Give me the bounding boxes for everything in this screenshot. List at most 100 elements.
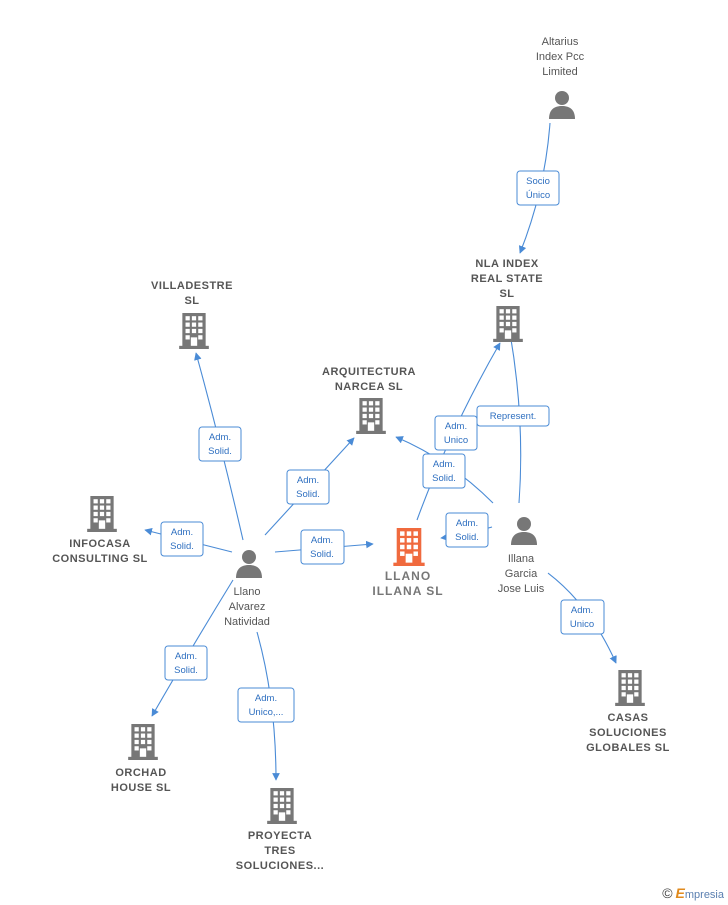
- edge-arquitectura-llano: Adm. Solid.: [264, 437, 355, 536]
- building-icon: [179, 313, 209, 349]
- node-label: Altarius: [542, 36, 579, 48]
- edge-label: Socio: [526, 176, 550, 187]
- edge-label: Adm.: [456, 518, 478, 529]
- edge-label: Adm.: [297, 475, 319, 486]
- edge-casas: Adm. Unico: [547, 572, 617, 664]
- node-label: NARCEA SL: [335, 381, 403, 393]
- edge-label: Adm.: [175, 651, 197, 662]
- relation-badge[interactable]: [286, 469, 330, 505]
- node-arquitectura[interactable]: ARQUITECTURA NARCEA SL: [322, 366, 416, 434]
- building-icon: [393, 528, 425, 566]
- edge-label: Adm.: [571, 605, 593, 616]
- node-label: REAL STATE: [471, 273, 543, 285]
- edge-label: Solid.: [170, 541, 194, 552]
- edge-nla-represent: Represent.: [476, 332, 550, 504]
- brand-name: mpresia: [684, 889, 724, 901]
- building-icon: [267, 788, 297, 824]
- node-label: Alvarez: [229, 601, 266, 613]
- node-label: Limited: [542, 66, 577, 78]
- node-label: ARQUITECTURA: [322, 366, 416, 378]
- edge-main-llano: Adm. Solid.: [274, 529, 374, 565]
- node-label: SOLUCIONES: [589, 727, 667, 739]
- relation-badge[interactable]: [445, 512, 489, 548]
- edge-villadestre: Adm. Solid.: [194, 352, 244, 541]
- building-icon: [128, 724, 158, 760]
- edge-label: Único: [526, 190, 550, 201]
- node-label: Jose Luis: [498, 583, 545, 595]
- node-label: TRES: [264, 845, 295, 857]
- node-proyecta[interactable]: PROYECTA TRES SOLUCIONES...: [236, 788, 324, 872]
- building-icon: [356, 398, 386, 434]
- node-label: NLA INDEX: [475, 258, 539, 270]
- node-label: Illana: [508, 553, 535, 565]
- node-orchad[interactable]: ORCHAD HOUSE SL: [111, 724, 171, 794]
- edge-label: Solid.: [174, 665, 198, 676]
- edge-label: Solid.: [455, 532, 479, 543]
- edge-label: Unico: [444, 435, 468, 446]
- node-label: SL: [499, 288, 514, 300]
- relation-badge[interactable]: [560, 599, 605, 635]
- node-label: Garcia: [505, 568, 538, 580]
- edges-layer: Socio Único Adm. Solid. Adm. Solid. Adm.…: [144, 122, 617, 781]
- edge-socio-unico: Socio Único: [516, 122, 560, 254]
- node-nla-index[interactable]: NLA INDEX REAL STATE SL: [471, 258, 543, 342]
- node-label: CONSULTING SL: [52, 553, 148, 565]
- node-label: CASAS: [607, 712, 648, 724]
- edge-label: Represent.: [490, 411, 536, 422]
- copyright-icon: ©: [662, 885, 673, 901]
- relation-badge[interactable]: [476, 405, 550, 427]
- node-label: INFOCASA: [69, 538, 130, 550]
- building-icon: [87, 496, 117, 532]
- edge-label: Solid.: [432, 473, 456, 484]
- edge-label: Adm.: [209, 432, 231, 443]
- edge-nla-adm-unico: Adm. Unico: [416, 342, 501, 521]
- edge-label: Solid.: [310, 549, 334, 560]
- edge-label: Adm.: [255, 693, 277, 704]
- relation-badge[interactable]: [422, 453, 466, 489]
- person-icon: [236, 550, 262, 578]
- nodes-layer: Altarius Index Pcc Limited NLA INDEX REA…: [52, 36, 670, 872]
- relation-badge[interactable]: [164, 645, 208, 681]
- edge-infocasa: Adm. Solid.: [144, 521, 233, 557]
- edge-label: Solid.: [296, 489, 320, 500]
- node-label: SOLUCIONES...: [236, 860, 324, 872]
- relation-badge[interactable]: [237, 687, 295, 723]
- node-casas[interactable]: CASAS SOLUCIONES GLOBALES SL: [586, 670, 670, 754]
- relation-badge[interactable]: [300, 529, 345, 565]
- relation-badge[interactable]: [434, 415, 478, 451]
- relation-badge[interactable]: [198, 426, 242, 462]
- node-label: HOUSE SL: [111, 782, 171, 794]
- edge-label: Adm.: [445, 421, 467, 432]
- relation-badge[interactable]: [516, 170, 560, 206]
- person-icon: [549, 91, 575, 119]
- node-llano-illana-main[interactable]: LLANO ILLANA SL: [372, 528, 443, 598]
- node-label: ILLANA SL: [372, 584, 443, 598]
- node-label: PROYECTA: [248, 830, 312, 842]
- edge-arquitectura-illana: Adm. Solid.: [395, 436, 494, 504]
- node-label: GLOBALES SL: [586, 742, 670, 754]
- relation-badge[interactable]: [160, 521, 204, 557]
- edge-proyecta: Adm. Unico,...: [237, 631, 295, 781]
- node-label: Index Pcc: [536, 51, 585, 63]
- edge-orchad: Adm. Solid.: [151, 579, 234, 717]
- edge-label: Adm.: [311, 535, 333, 546]
- node-label: ORCHAD: [115, 767, 166, 779]
- node-llano-alvarez[interactable]: Llano Alvarez Natividad: [224, 550, 270, 628]
- node-infocasa[interactable]: INFOCASA CONSULTING SL: [52, 496, 148, 565]
- node-altarius[interactable]: Altarius Index Pcc Limited: [536, 36, 585, 119]
- brand-logo-letter: E: [675, 885, 685, 901]
- node-label: Llano: [234, 586, 261, 598]
- node-villadestre[interactable]: VILLADESTRE SL: [151, 280, 233, 349]
- edge-label: Unico,...: [249, 707, 284, 718]
- edge-label: Adm.: [171, 527, 193, 538]
- node-label: VILLADESTRE: [151, 280, 233, 292]
- person-icon: [511, 517, 537, 545]
- building-icon: [493, 306, 523, 342]
- edge-label: Unico: [570, 619, 594, 630]
- building-icon: [615, 670, 645, 706]
- footer-brand: ©Empresia: [662, 885, 724, 901]
- edge-label: Solid.: [208, 446, 232, 457]
- node-illana-garcia[interactable]: Illana Garcia Jose Luis: [498, 517, 545, 595]
- edge-label: Adm.: [433, 459, 455, 470]
